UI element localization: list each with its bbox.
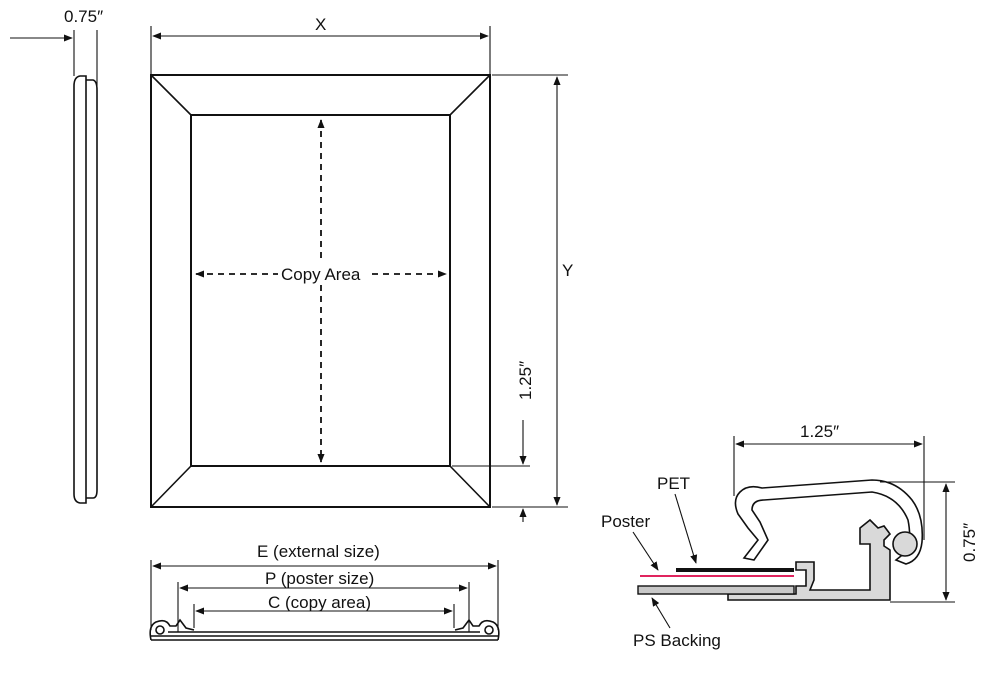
bottom-hinge-right — [484, 625, 494, 635]
profile-depth-label: 0.75″ — [960, 523, 979, 562]
front-view: X Copy Area Y 1.25″ — [150, 15, 573, 522]
side-depth-label: 0.75″ — [64, 7, 103, 26]
border-label: 1.25″ — [516, 361, 535, 400]
hinge-bead — [892, 531, 918, 557]
poster-label: Poster — [601, 512, 650, 531]
bottom-frame-body — [151, 631, 498, 641]
miter-bottom-left — [150, 465, 192, 508]
miter-bottom-right — [449, 465, 491, 508]
copy-size-label: C (copy area) — [268, 593, 371, 612]
bottom-view: E (external size) P (poster size) C (cop… — [149, 542, 500, 641]
backing-callout-arrow — [651, 597, 671, 629]
copy-area-label: Copy Area — [281, 265, 361, 284]
miter-top-left — [150, 74, 192, 116]
backing-label: PS Backing — [633, 631, 721, 650]
side-view: 0.75″ — [10, 7, 103, 504]
pet-label: PET — [657, 474, 690, 493]
bottom-profile-left — [149, 618, 195, 641]
base-extrusion — [727, 518, 892, 601]
y-label: Y — [562, 261, 573, 280]
bottom-hinge-left — [155, 625, 165, 635]
copy-area-label-bg — [279, 262, 371, 284]
x-label: X — [315, 15, 326, 34]
poster-callout-arrow — [632, 531, 659, 571]
pet-callout-arrow — [674, 493, 698, 564]
side-frame-face — [73, 75, 87, 504]
snap-cover — [734, 479, 924, 565]
ps-backing-sheet — [637, 585, 795, 595]
external-size-label: E (external size) — [257, 542, 380, 561]
profile-width-label: 1.25″ — [800, 422, 839, 441]
side-frame-back — [86, 79, 98, 499]
bottom-profile-right — [454, 618, 500, 641]
poster-size-label: P (poster size) — [265, 569, 374, 588]
profile-view: 1.25″ 0.75″ PET Poster PS Backing — [601, 422, 979, 650]
miter-top-right — [449, 74, 491, 116]
pet-sheet — [676, 568, 794, 572]
